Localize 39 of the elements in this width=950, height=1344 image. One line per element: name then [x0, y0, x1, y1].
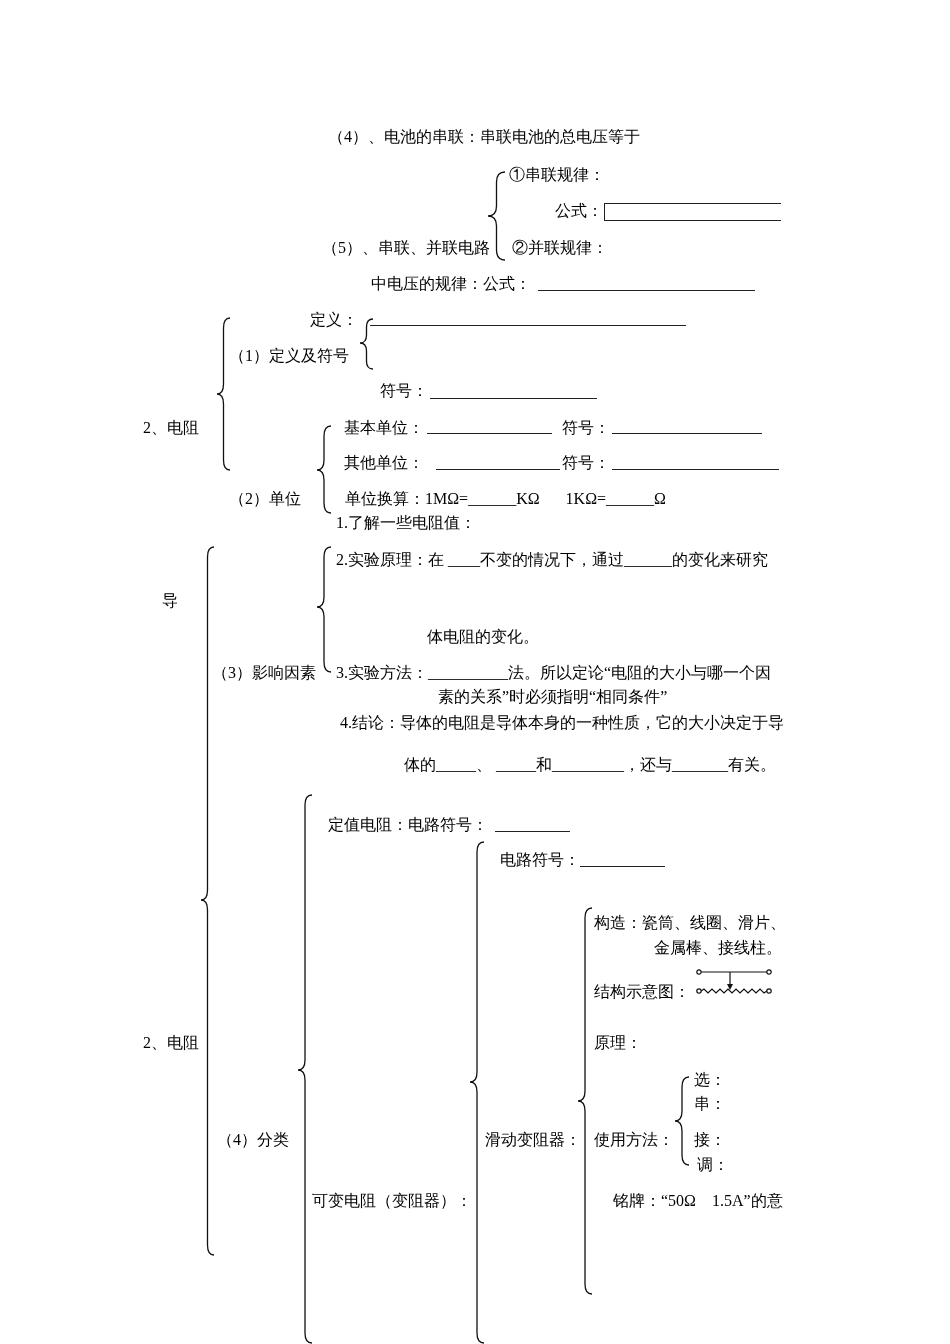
item-label: 接： [694, 1130, 726, 1150]
item-label: 滑动变阻器： [485, 1130, 581, 1150]
section-label: （1）定义及符号 [229, 346, 349, 366]
item-label: 构造：瓷筒、线圈、滑片、金属棒、接线柱。 [594, 912, 787, 958]
item-label: 电路符号： [500, 850, 580, 870]
item-label: 选： [694, 1070, 726, 1090]
question-text: 单位换算：1MΩ=______KΩ 1KΩ=______Ω [345, 489, 666, 509]
item-label: 符号： [562, 453, 610, 473]
item-label: 其他单位： [344, 453, 424, 473]
item-label: 中电压的规律：公式： [371, 274, 531, 294]
item-label: （4）、电池的串联：串联电池的总电压等于 [328, 127, 640, 147]
item-label: 符号： [380, 381, 428, 401]
item-label: 串： [694, 1094, 726, 1114]
topic-heading: 2、电阻 [143, 418, 199, 438]
item-label: 定义： [310, 310, 358, 330]
item-label: 调： [697, 1155, 729, 1175]
section-label: （4）分类 [217, 1130, 289, 1150]
section-label: （3）影响因素 [212, 663, 316, 683]
item-label: 铭牌：“50Ω 1.5A”的意 [613, 1191, 783, 1211]
item-label: 符号： [562, 418, 610, 438]
question-text: 4.结论：导体的电阻是导体本身的一种性质，它的大小决定于导 [340, 713, 784, 733]
item-label: 定值电阻：电路符号： [328, 815, 488, 835]
topic-heading: 2、电阻 [143, 1033, 199, 1053]
question-text: 体电阻的变化。 [427, 627, 539, 647]
item-label: 原理： [594, 1033, 642, 1053]
item-label: 使用方法： [594, 1130, 674, 1150]
section-label: （2）单位 [229, 489, 301, 509]
item-label: ①串联规律： [509, 165, 605, 185]
item-label: 公式： [555, 201, 603, 221]
question-text: 3.实验方法：__________法。所以定论“电阻的大小与哪一个因素的关系”时必须指明“相同条件” [336, 663, 773, 707]
item-label: 可变电阻（变阻器）： [312, 1191, 472, 1211]
item-label: 1.了解一些电阻值： [336, 513, 476, 533]
question-text: 体的_____、 _____和_________，还与_______有关。 [404, 755, 776, 775]
item-label: 基本单位： [344, 418, 424, 438]
topic-heading: 导 [162, 591, 178, 611]
item-label: ②并联规律： [512, 238, 608, 258]
item-label: （5）、串联、并联电路 [322, 238, 490, 258]
item-label: 结构示意图： [594, 982, 690, 1002]
question-text: 2.实验原理：在 ____不变的情况下，通过______的变化来研究 [336, 550, 768, 570]
